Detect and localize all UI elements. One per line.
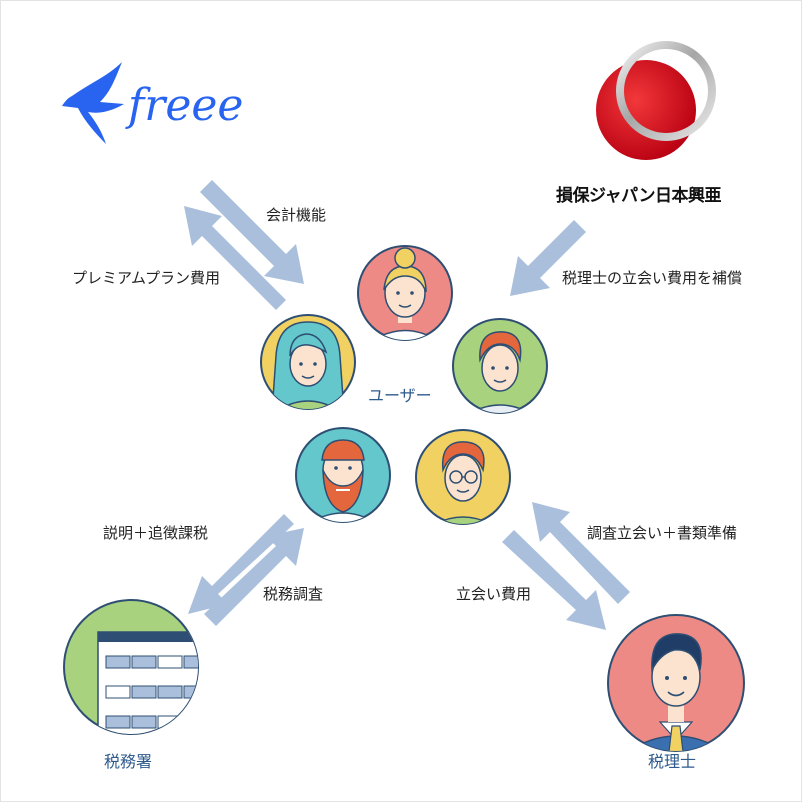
label-premium-plan-fee: プレミアムプラン費用 bbox=[72, 269, 221, 287]
flow-arrows bbox=[184, 180, 630, 630]
freee-logo: freee bbox=[62, 62, 243, 144]
sompo-red-disc bbox=[596, 60, 696, 160]
tax-accountant-person-icon bbox=[607, 614, 745, 752]
sompo-company-name: 損保ジャパン日本興亜 bbox=[556, 186, 722, 206]
user-avatar-man-glasses bbox=[415, 429, 511, 525]
label-compensation: 税理士の立会い費用を補償 bbox=[562, 269, 743, 287]
label-audit-prep: 調査立会い＋書類準備 bbox=[587, 524, 738, 542]
arrow-sompo-to-users bbox=[510, 220, 586, 296]
sompo-silver-ring bbox=[616, 41, 716, 141]
arrow-users-to-freee bbox=[184, 206, 286, 310]
label-tax-audit: 税務調査 bbox=[263, 585, 324, 603]
freee-wordmark: freee bbox=[125, 80, 243, 131]
role-tax-office: 税務署 bbox=[104, 752, 153, 771]
role-tax-accountant: 税理士 bbox=[648, 752, 697, 771]
arrow-accountant-to-users bbox=[532, 502, 630, 604]
label-attendance-fee: 立会い費用 bbox=[456, 585, 532, 603]
arrow-users-to-accountant bbox=[502, 530, 606, 630]
user-avatar-woman-bun bbox=[357, 245, 453, 341]
user-avatar-man-red-hair bbox=[452, 318, 548, 414]
role-users: ユーザー bbox=[368, 386, 432, 405]
label-accounting-features: 会計機能 bbox=[266, 206, 327, 224]
label-explanation-tax: 説明＋追徴課税 bbox=[103, 524, 209, 542]
tax-office-building-icon bbox=[63, 599, 199, 735]
sompo-logo bbox=[596, 41, 716, 160]
user-avatar-woman-teal-hair bbox=[260, 314, 356, 410]
arrow-freee-to-users bbox=[200, 180, 304, 284]
arrow-users-to-taxoffice bbox=[188, 514, 294, 614]
freee-bird-icon bbox=[62, 62, 124, 144]
arrow-taxoffice-to-users bbox=[204, 528, 304, 626]
user-avatar-man-beard bbox=[295, 427, 391, 523]
